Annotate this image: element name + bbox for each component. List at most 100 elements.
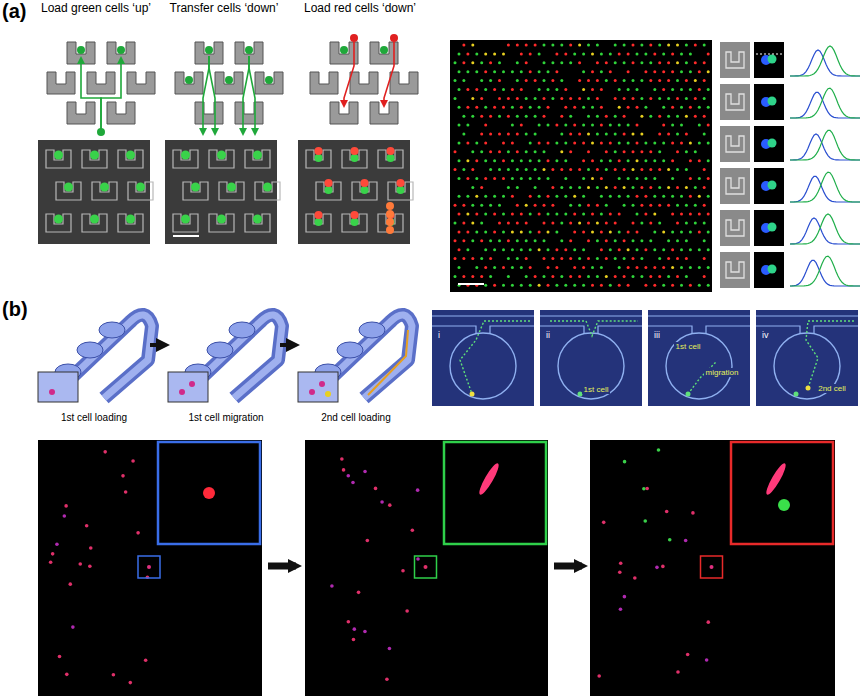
cell-dot [560,168,563,171]
cell-dot [466,124,469,127]
cell-dot [388,647,392,651]
cell-dot [489,168,492,171]
cell-dot [466,213,469,216]
cell-dot [618,266,621,269]
cell-dot [582,248,585,251]
cell-dot [707,248,710,251]
cell-dot [691,511,695,515]
cell-dot [658,186,661,189]
cell-dot [623,239,626,242]
cell-dot [582,195,585,198]
trap-outline [56,182,81,200]
cell-dot [609,70,612,73]
trap-shape [195,102,223,124]
cell-dot [703,115,706,118]
cell-dot [340,457,344,461]
cell-dot [689,159,692,162]
cell-dot [640,61,643,64]
cell-dot [471,168,474,171]
cell-dot [627,248,630,251]
cell-dot [600,284,603,287]
flow-arrow [150,343,164,347]
pairing-row [720,210,860,246]
cell-dot [493,106,496,109]
cell-dot [516,239,519,242]
device-schematic [38,315,152,402]
cell-dot [405,609,409,613]
cell-dot [315,211,323,219]
cell-dot [462,239,465,242]
cell-dot [707,70,710,73]
brightfield-thumb [720,252,750,288]
cell-dot [627,106,630,109]
cell-dot [649,275,652,278]
cell-dot [582,124,585,127]
cell-dot [466,230,469,233]
cell-dot [680,213,683,216]
cell-dot [569,204,572,207]
cell-dot [600,177,603,180]
cell-dot [662,266,665,269]
cell-dot [636,106,639,109]
figure-label: 1st cell migration [188,412,263,424]
cell-dot [493,177,496,180]
cell-dot [458,230,461,233]
cell-dot [569,133,572,136]
cell-dot [685,275,688,278]
cell-dot [564,284,567,287]
cell-dot [649,168,652,171]
cell-dot [591,266,594,269]
cell-dot [591,88,594,91]
cell-dot [555,266,558,269]
cell-dot [573,266,576,269]
channel-outline [540,316,642,334]
cell-dot [578,133,581,136]
trap-shape [175,72,203,94]
cell-dot [128,681,132,685]
cell-dot [560,257,563,260]
cell-dot [484,177,487,180]
cell-dot [309,389,315,395]
blue-profile [790,260,860,286]
cell-dot [618,88,621,91]
cell-dot [374,487,378,491]
cell-dot [466,70,469,73]
cell-dot [516,150,519,153]
cell-dot [578,204,581,207]
cell-dot [538,159,541,162]
cell-dot [529,195,532,198]
cell-dot [698,124,701,127]
cell-dot [573,106,576,109]
cell-dot [386,218,394,226]
cell-dot [502,284,505,287]
cell-dot [363,470,367,474]
cell-dot [315,218,323,226]
cell-dot [658,97,661,100]
cell-dot [205,46,213,54]
cell-dot [662,284,665,287]
trap-shape [215,72,243,94]
cell-dot [609,230,612,233]
cell-dot [564,106,567,109]
cell-dot [538,106,541,109]
cell-dot [597,674,601,678]
fluorescence-image [305,440,548,696]
cell-dot [600,195,603,198]
cell-dot [676,239,679,242]
cell-dot [658,275,661,278]
cell-dot [614,168,617,171]
cell-dot [126,151,135,160]
image-ground [305,440,548,696]
trap-outline [209,214,234,232]
trap-outline [82,214,107,232]
cell-dot [361,179,369,187]
flow-arrow [368,330,408,395]
trap-outline [92,182,117,200]
green-profile [790,214,860,244]
cell-dot [466,177,469,180]
cell-dot [605,239,608,242]
cell-dot [569,186,572,189]
cell-dot [627,230,630,233]
cell-dot [707,177,710,180]
